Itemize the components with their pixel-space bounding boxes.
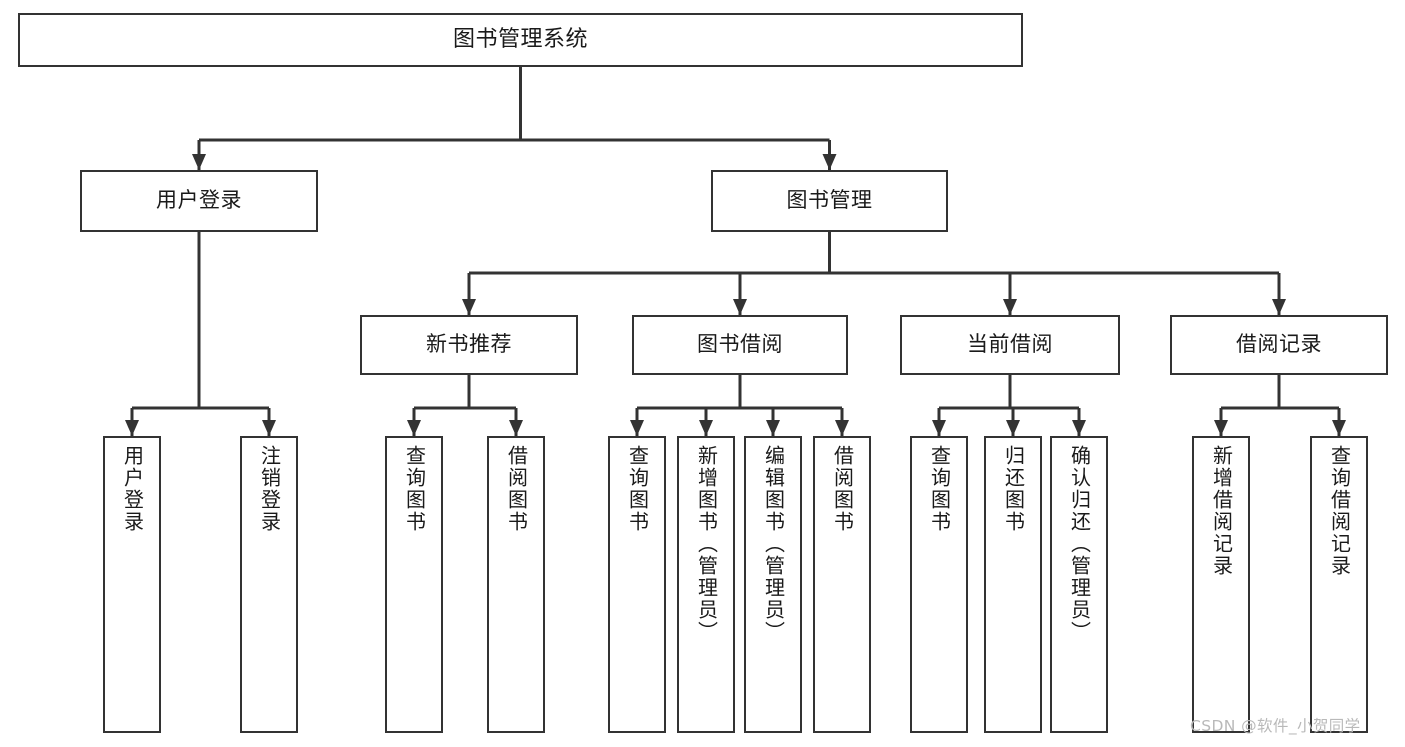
node-leaf-cu-query[interactable]: 查询图书 [910,436,968,733]
node-leaf-cu-return[interactable]: 归还图书 [984,436,1042,733]
node-label-newbook: 新书推荐 [426,332,512,357]
node-label-leaf-nb-borrow: 借阅图书 [504,445,529,533]
node-leaf-nb-borrow[interactable]: 借阅图书 [487,436,545,733]
node-leaf-re-query[interactable]: 查询借阅记录 [1310,436,1368,733]
node-label-leaf-bo-add: 新增图书（管理员） [694,445,719,643]
node-record[interactable]: 借阅记录 [1170,315,1388,375]
node-login[interactable]: 用户登录 [80,170,318,232]
node-root[interactable]: 图书管理系统 [18,13,1023,67]
node-label-leaf-bo-borrow: 借阅图书 [830,445,855,533]
node-leaf-user-login[interactable]: 用户登录 [103,436,161,733]
node-leaf-re-add[interactable]: 新增借阅记录 [1192,436,1250,733]
node-label-bookmgmt: 图书管理 [786,188,873,213]
node-current[interactable]: 当前借阅 [900,315,1120,375]
node-label-login: 用户登录 [156,188,242,213]
node-label-root: 图书管理系统 [452,27,588,53]
node-label-leaf-bo-edit: 编辑图书（管理员） [761,445,786,643]
node-label-leaf-user-logout: 注销登录 [257,445,282,533]
node-leaf-bo-add[interactable]: 新增图书（管理员） [677,436,735,733]
node-label-leaf-bo-query: 查询图书 [625,445,650,533]
node-label-leaf-re-add: 新增借阅记录 [1209,445,1234,577]
watermark-text: CSDN @软件_小贺同学 [1190,717,1361,735]
node-leaf-bo-edit[interactable]: 编辑图书（管理员） [744,436,802,733]
node-leaf-user-logout[interactable]: 注销登录 [240,436,298,733]
node-label-leaf-cu-confirm: 确认归还（管理员） [1067,445,1092,643]
node-leaf-nb-query[interactable]: 查询图书 [385,436,443,733]
node-label-leaf-user-login: 用户登录 [120,445,145,533]
node-borrow[interactable]: 图书借阅 [632,315,848,375]
node-label-current: 当前借阅 [967,332,1053,357]
node-leaf-bo-query[interactable]: 查询图书 [608,436,666,733]
node-leaf-cu-confirm[interactable]: 确认归还（管理员） [1050,436,1108,733]
node-bookmgmt[interactable]: 图书管理 [711,170,948,232]
node-label-leaf-nb-query: 查询图书 [402,445,427,533]
node-label-borrow: 图书借阅 [697,332,783,357]
node-newbook[interactable]: 新书推荐 [360,315,578,375]
node-leaf-bo-borrow[interactable]: 借阅图书 [813,436,871,733]
node-label-leaf-cu-return: 归还图书 [1001,445,1026,533]
node-label-leaf-re-query: 查询借阅记录 [1327,445,1352,577]
node-label-record: 借阅记录 [1236,332,1322,357]
node-label-leaf-cu-query: 查询图书 [927,445,952,533]
